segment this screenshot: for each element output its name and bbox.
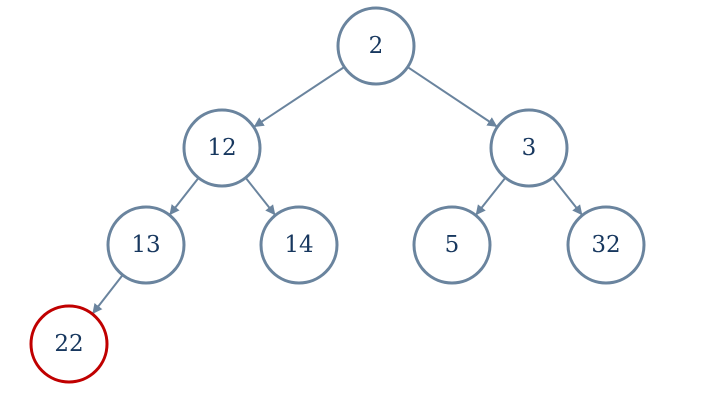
edge-12-to-14: [244, 177, 276, 216]
tree-node-5: 5: [412, 205, 492, 285]
tree-node-12: 12: [182, 108, 262, 188]
node-circle: [566, 205, 646, 285]
edge-3-to-32: [551, 177, 583, 216]
node-circle: [106, 205, 186, 285]
node-circle: [412, 205, 492, 285]
tree-node-22: 22: [29, 304, 109, 384]
node-label: 3: [522, 135, 537, 161]
edge-3-to-5: [475, 177, 507, 216]
node-label: 22: [54, 331, 83, 357]
node-circle: [259, 205, 339, 285]
edge-2-to-3: [407, 66, 498, 128]
node-label: 14: [284, 232, 313, 258]
tree-node-14: 14: [259, 205, 339, 285]
edge-13-to-22: [92, 274, 124, 315]
tree-node-32: 32: [566, 205, 646, 285]
node-label: 32: [591, 232, 620, 258]
node-label: 12: [207, 135, 236, 161]
node-label: 2: [369, 33, 384, 59]
edges-layer: [92, 66, 583, 315]
node-circle: [489, 108, 569, 188]
highlighted-node-circle: [29, 304, 109, 384]
node-circle: [336, 6, 416, 86]
edge-2-to-12: [253, 66, 345, 128]
tree-node-13: 13: [106, 205, 186, 285]
node-label: 13: [131, 232, 160, 258]
node-circle: [182, 108, 262, 188]
nodes-layer: 2 12 3 13 14 5 32 22: [29, 6, 646, 384]
tree-node-3: 3: [489, 108, 569, 188]
tree-node-2: 2: [336, 6, 416, 86]
node-label: 5: [445, 232, 460, 258]
edge-12-to-13: [169, 177, 200, 216]
